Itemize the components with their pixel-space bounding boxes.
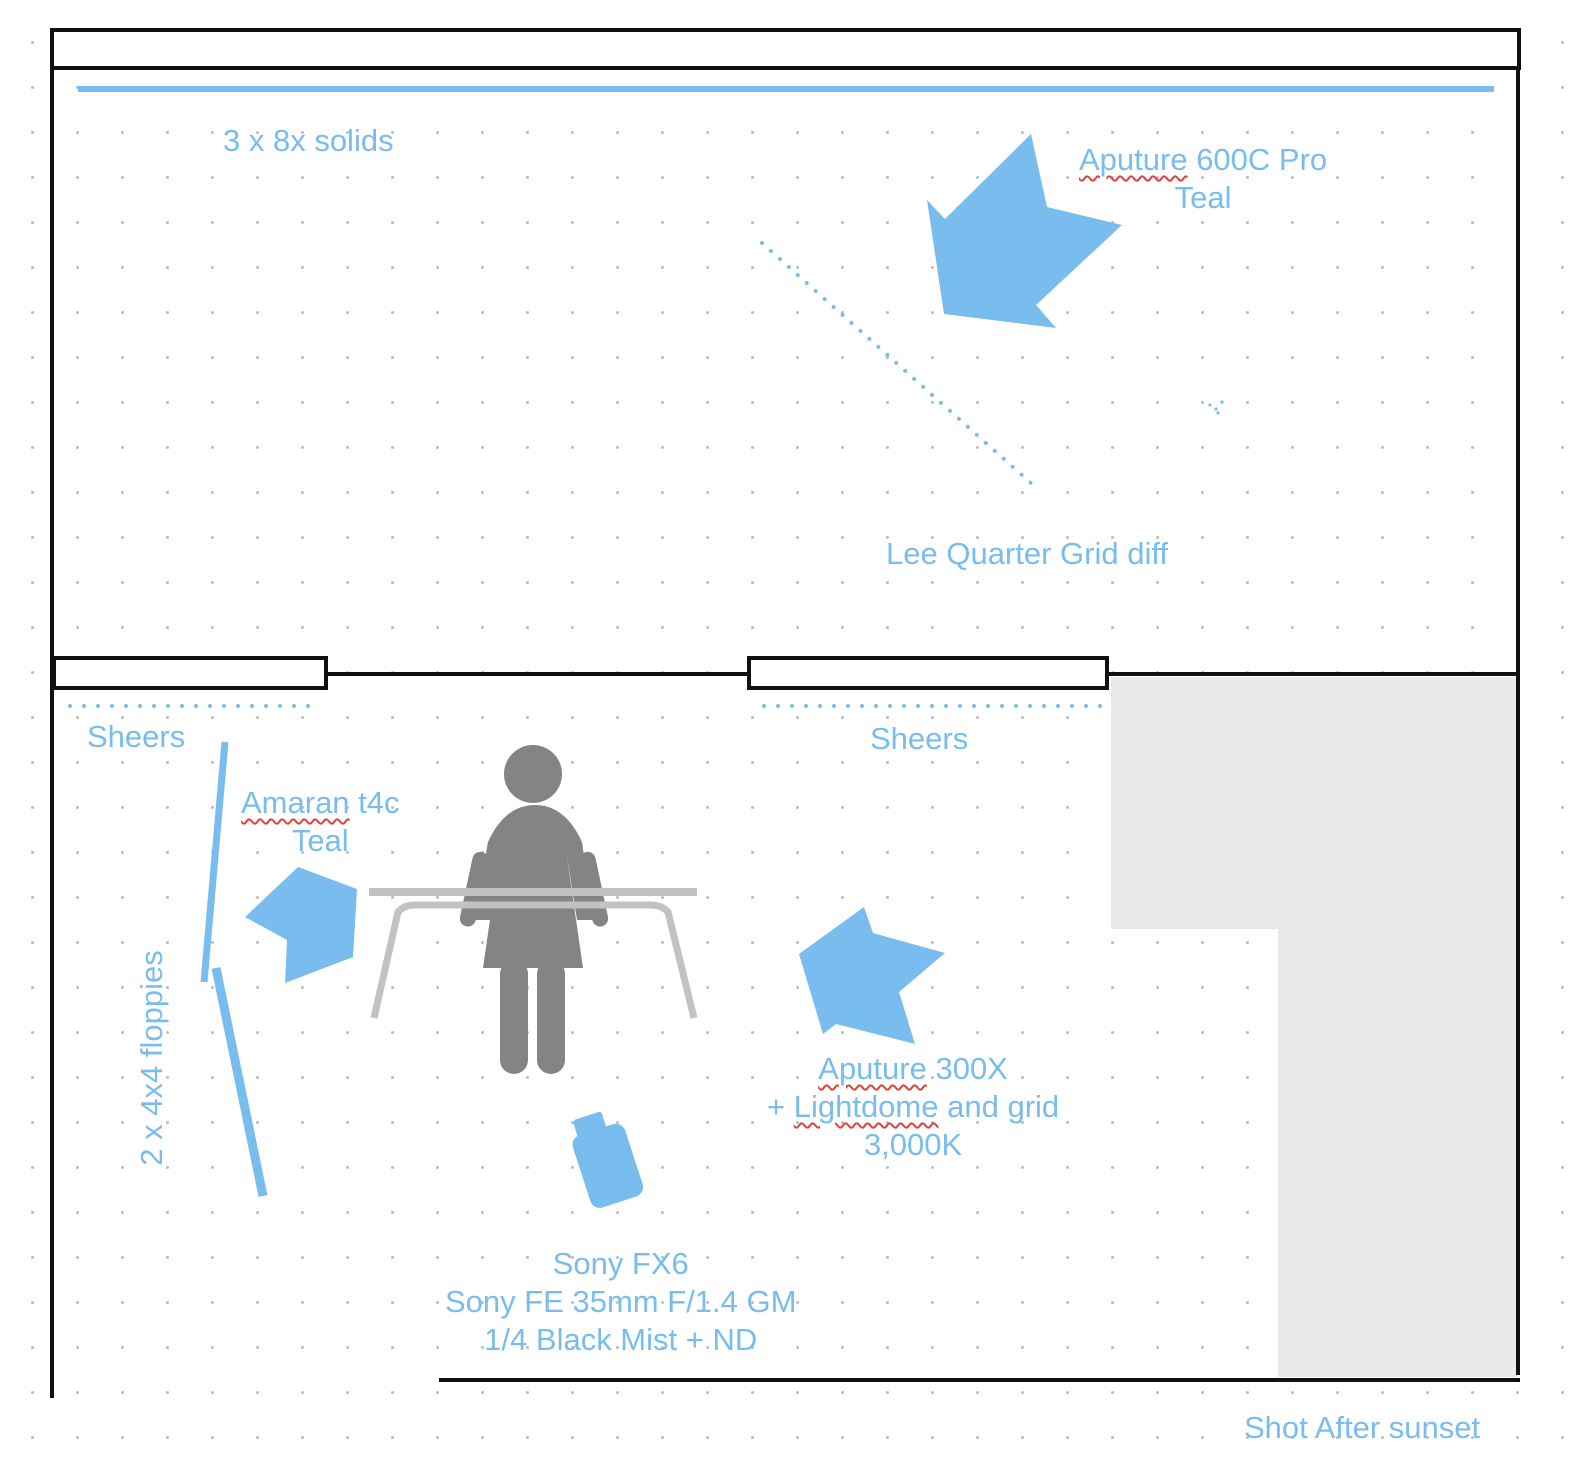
label-line: 3,000K	[863, 1127, 963, 1162]
label-line: Teal	[1174, 180, 1232, 215]
label-text: t4c	[349, 785, 400, 820]
label-aputure-300x: Aputure 300X + Lightdome and grid 3,000K	[767, 1050, 1059, 1164]
label-line: Sony FE 35mm F/1.4 GM	[445, 1284, 797, 1319]
table-icon	[369, 888, 698, 1019]
label-aputure-600c: Aputure 600C Pro Teal	[1079, 141, 1327, 217]
label-text: and grid	[938, 1089, 1060, 1124]
label-sheers-right: Sheers	[870, 721, 969, 756]
floppy-upper	[200, 741, 229, 983]
label-amaran: Amaran t4c Teal	[241, 784, 400, 860]
label-floppies: 2 x 4x4 floppies	[134, 950, 169, 1166]
floppy-lower	[211, 967, 268, 1197]
window-left	[52, 656, 328, 690]
label-word: Amaran	[241, 785, 350, 820]
arrow-icon	[927, 134, 1122, 328]
label-sheers-left: Sheers	[87, 719, 186, 754]
label-line: Sony FX6	[552, 1246, 689, 1281]
label-lee-diff: Lee Quarter Grid diff	[886, 536, 1169, 571]
arrow-icon	[799, 907, 945, 1044]
label-text: 300X	[926, 1051, 1008, 1086]
shaded-area	[1111, 677, 1518, 1377]
label-camera: Sony FX6 Sony FE 35mm F/1.4 GM 1/4 Black…	[445, 1245, 796, 1359]
label-word: Aputure	[1079, 142, 1188, 177]
label-text: +	[767, 1089, 794, 1124]
label-note: Shot After sunset	[1244, 1410, 1481, 1445]
label-line: Teal	[291, 823, 349, 858]
label-word: Aputure	[818, 1051, 927, 1086]
arrow-icon	[245, 867, 357, 983]
label-text: 600C Pro	[1187, 142, 1328, 177]
person-icon	[459, 745, 609, 1074]
label-solids: 3 x 8x solids	[223, 123, 394, 158]
label-word: Lightdome	[793, 1089, 939, 1124]
top-wall	[50, 28, 1521, 70]
diffusion-line	[760, 241, 1035, 487]
window-right	[747, 656, 1109, 690]
camera-icon	[572, 1111, 644, 1208]
label-line: 1/4 Black Mist + ND	[484, 1322, 758, 1357]
stray-dots	[1208, 400, 1224, 415]
